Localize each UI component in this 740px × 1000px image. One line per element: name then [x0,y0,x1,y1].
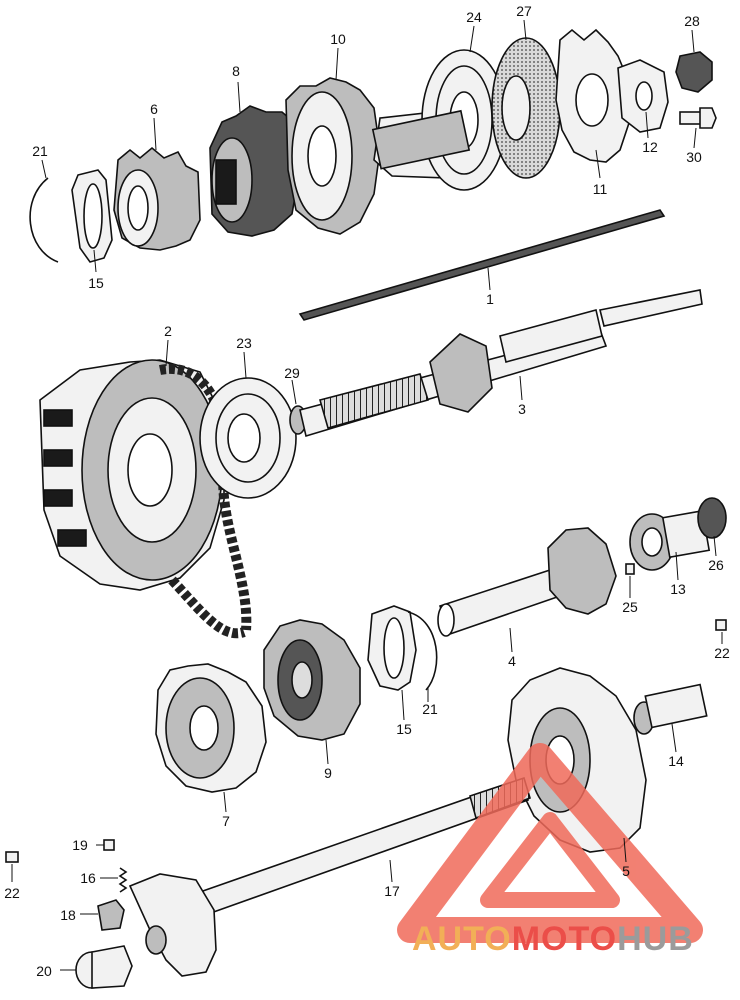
callout-21a: 21 [32,143,48,159]
part-15-thrust-washer-top [71,169,113,263]
part-16-spring [118,867,128,893]
callout-3: 3 [518,401,526,417]
part-30-bolt [679,107,717,129]
leader-lines [11,19,723,971]
callout-16: 16 [80,870,96,886]
watermark-word-auto: AUTO [412,920,512,958]
callout-22a: 22 [4,885,20,901]
svg-text:AUTOMOTOHUB: AUTOMOTOHUB [412,920,694,958]
callout-20: 20 [36,963,52,979]
callout-18: 18 [60,907,76,923]
part-18-pawl [97,899,125,931]
part-4-gear [437,527,617,637]
kickstart-ratchet-arm [128,873,217,977]
callout-15b: 15 [396,721,412,737]
callout-27: 27 [516,3,532,19]
watermark-word-moto: MOTO [512,920,617,958]
callout-14: 14 [668,753,684,769]
part-2-clutch-outer [39,359,225,591]
part-22-dowel-left [5,851,19,863]
callout-19: 19 [72,837,88,853]
callout-28: 28 [684,13,700,29]
callout-8: 8 [232,63,240,79]
callout-7: 7 [222,813,230,829]
callout-15a: 15 [88,275,104,291]
callout-25: 25 [622,599,638,615]
part-22-dowel-right [715,619,727,631]
part-11-drive-sprocket [555,28,631,163]
part-10-gear [285,77,381,235]
callout-30: 30 [686,149,702,165]
callout-5: 5 [622,863,630,879]
callout-11: 11 [593,181,608,197]
callout-labels: 21 15 6 8 10 24 27 11 12 28 30 1 2 23 29… [4,3,730,979]
callout-24: 24 [466,9,482,25]
part-20-cap [75,945,133,989]
automotohub-watermark: AUTOMOTOHUB [397,743,703,958]
callout-10: 10 [330,31,346,47]
part-28-nut [675,51,713,93]
part-6-gear [113,146,201,251]
callout-21b: 21 [422,701,438,717]
callout-2: 2 [164,323,172,339]
part-15-thrust-washer-mid [367,605,417,691]
callout-17: 17 [384,883,400,899]
part-14-collar [633,683,708,735]
part-19-pin [103,839,115,851]
countershaft-core [371,109,471,170]
part-1-clutch-rod [298,209,666,321]
callout-22b: 22 [714,645,730,661]
watermark-word-hub: HUB [617,920,694,958]
part-21-circlip-mid [407,611,438,691]
callout-9: 9 [324,765,332,781]
part-21-circlip-top [29,177,59,263]
watermark-triangle-outer [397,743,703,943]
part-12-sprocket-plate [617,59,669,133]
part-3-mainshaft [299,289,703,438]
callout-1: 1 [486,291,494,307]
callout-4: 4 [508,653,516,669]
watermark-triangle-inner [480,812,620,908]
part-23-bearing [199,377,297,499]
part-9-gear [263,619,361,741]
callout-12: 12 [642,139,658,155]
part-25-washer [625,563,635,575]
callout-13: 13 [670,581,686,597]
part-26-bearing [697,497,727,539]
part-7-gear [155,663,267,793]
callout-29: 29 [284,365,300,381]
callout-6: 6 [150,101,158,117]
callout-23: 23 [236,335,252,351]
callout-26: 26 [708,557,724,573]
part-27-oil-seal [491,37,561,179]
part-13-collar [629,509,711,571]
